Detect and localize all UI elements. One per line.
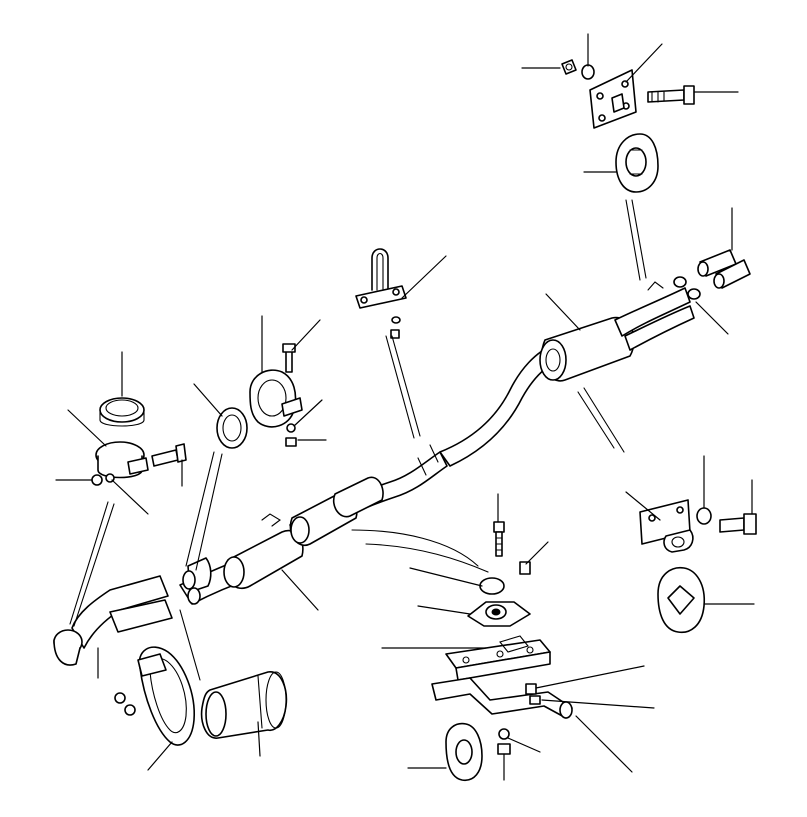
front-downpipe xyxy=(53,557,212,666)
bolt-left xyxy=(151,443,187,467)
rubber-isolator xyxy=(467,601,531,627)
nut-mid xyxy=(285,423,297,447)
mounting-bracket-top xyxy=(589,69,637,129)
gasket-ring-mid xyxy=(216,407,248,449)
tailpipe-trims xyxy=(673,249,751,300)
gasket-flange xyxy=(114,646,195,746)
pipe-clip xyxy=(261,513,281,527)
rear-silencer xyxy=(539,281,695,382)
center-washer xyxy=(479,577,505,595)
rear-bolt xyxy=(719,513,757,535)
assembly-guide-lines xyxy=(69,199,647,681)
callout-leaders xyxy=(55,33,755,781)
clamp-band-left xyxy=(95,441,149,479)
washer-top xyxy=(581,64,595,80)
front-silencer xyxy=(223,476,384,589)
rubber-hanger-bottom xyxy=(445,722,483,781)
u-clamp xyxy=(355,248,407,339)
center-nut xyxy=(519,561,531,575)
sleeve-pipe xyxy=(200,671,288,739)
sealing-ring-left xyxy=(99,397,145,427)
clamp-band-mid xyxy=(249,369,303,428)
nut-top xyxy=(561,59,577,75)
rear-hanger-bracket xyxy=(639,499,694,553)
rear-rubber-hanger xyxy=(657,566,706,634)
bolt-top xyxy=(647,85,695,105)
crossmember-bracket xyxy=(431,635,573,719)
nut-bottom xyxy=(497,728,511,755)
rear-washer xyxy=(696,507,712,525)
bolt-mid xyxy=(282,343,296,373)
center-bolt xyxy=(493,521,505,557)
rubber-mount-top xyxy=(615,133,659,193)
